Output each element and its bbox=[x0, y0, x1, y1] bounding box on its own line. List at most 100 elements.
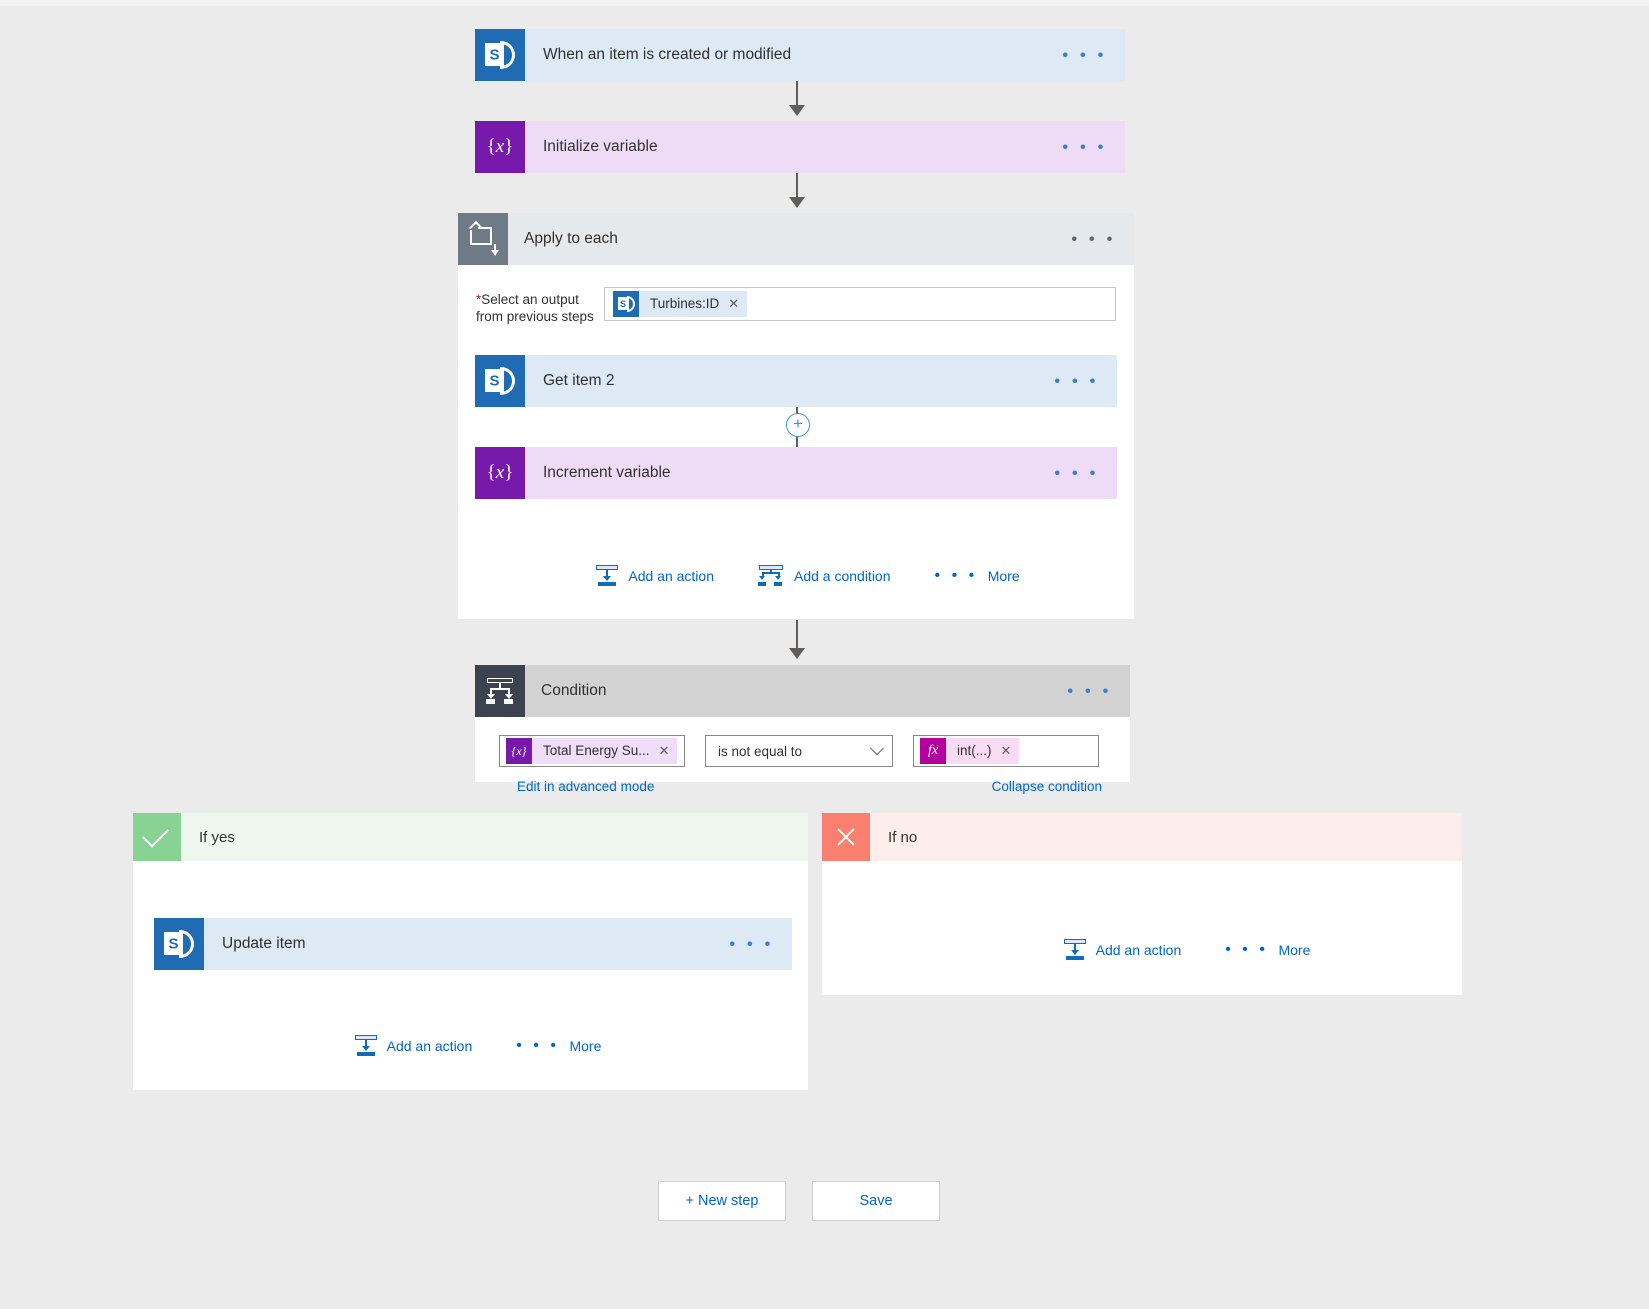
apply-to-each-scope: Apply to each • • • *Select an output fr… bbox=[458, 213, 1134, 619]
add-action-icon bbox=[354, 1035, 377, 1056]
get-item-title: Get item 2 bbox=[543, 372, 615, 389]
variable-icon: {x} bbox=[475, 121, 525, 173]
if-yes-title: If yes bbox=[199, 828, 235, 846]
get-item-menu-button[interactable]: • • • bbox=[1054, 371, 1099, 391]
apply-to-each-title: Apply to each bbox=[524, 230, 618, 247]
more-dots-icon: • • • bbox=[934, 566, 978, 584]
top-strip bbox=[0, 0, 1649, 6]
token-label: Total Energy Su... bbox=[532, 738, 659, 764]
update-item-card[interactable]: Update item • • • bbox=[154, 918, 792, 970]
select-output-label-line1: Select an output bbox=[481, 292, 579, 307]
check-icon bbox=[133, 813, 181, 861]
more-label: More bbox=[1278, 941, 1311, 958]
token-remove-icon[interactable]: ✕ bbox=[1000, 738, 1020, 764]
increment-variable-title: Increment variable bbox=[543, 464, 671, 481]
update-item-title: Update item bbox=[222, 935, 306, 952]
condition-body: {x} Total Energy Su... ✕ is not equal to… bbox=[475, 717, 1130, 794]
if-yes-footer-actions: Add an action • • • More bbox=[293, 1035, 663, 1056]
trigger-card[interactable]: When an item is created or modified • • … bbox=[475, 29, 1125, 81]
initialize-variable-menu-button[interactable]: • • • bbox=[1062, 137, 1107, 157]
trigger-menu-button[interactable]: • • • bbox=[1062, 45, 1107, 65]
select-output-label: *Select an output from previous steps bbox=[476, 287, 604, 325]
if-no-footer-actions: Add an action • • • More bbox=[1002, 939, 1372, 960]
token-remove-icon[interactable]: ✕ bbox=[658, 738, 678, 764]
loop-icon bbox=[458, 213, 508, 265]
add-action-icon bbox=[596, 565, 619, 586]
apply-to-each-footer-actions: Add an action Add a condition • • • More bbox=[568, 565, 1048, 586]
more-dots-icon: • • • bbox=[516, 1036, 560, 1054]
token-remove-icon[interactable]: ✕ bbox=[728, 291, 748, 317]
insert-step-button[interactable]: + bbox=[786, 413, 810, 437]
condition-inputs-row: {x} Total Energy Su... ✕ is not equal to… bbox=[499, 735, 1112, 767]
footer-buttons: + New step Save bbox=[658, 1181, 940, 1221]
add-a-condition-button[interactable]: Add a condition bbox=[757, 565, 891, 586]
if-yes-branch: If yes Update item • • • Add an action •… bbox=[133, 813, 808, 1090]
variable-icon: {x} bbox=[506, 738, 532, 764]
add-an-action-button[interactable]: Add an action bbox=[354, 1035, 473, 1056]
collapse-condition-link[interactable]: Collapse condition bbox=[991, 779, 1102, 794]
more-dots-icon: • • • bbox=[1225, 940, 1269, 958]
if-no-branch: If no Add an action • • • More bbox=[822, 813, 1462, 995]
variable-icon: {x} bbox=[475, 447, 525, 499]
more-label: More bbox=[987, 567, 1020, 584]
condition-operator-value: is not equal to bbox=[718, 743, 803, 759]
condition-right-operand[interactable]: fx int(...) ✕ bbox=[913, 735, 1099, 767]
condition-left-operand[interactable]: {x} Total Energy Su... ✕ bbox=[499, 735, 685, 767]
increment-variable-card[interactable]: {x} Increment variable • • • bbox=[475, 447, 1117, 499]
trigger-title: When an item is created or modified bbox=[543, 46, 792, 63]
condition-links-row: Edit in advanced mode Collapse condition bbox=[499, 767, 1112, 794]
connector-line bbox=[796, 81, 798, 110]
save-button[interactable]: Save bbox=[812, 1181, 940, 1221]
apply-to-each-header[interactable]: Apply to each • • • bbox=[458, 213, 1134, 265]
token-turbines-id[interactable]: Turbines:ID ✕ bbox=[613, 291, 748, 317]
update-item-menu-button[interactable]: • • • bbox=[729, 934, 774, 954]
chevron-down-icon bbox=[869, 741, 885, 756]
apply-to-each-menu-button[interactable]: • • • bbox=[1071, 229, 1116, 249]
add-action-icon bbox=[1063, 939, 1086, 960]
initialize-variable-card[interactable]: {x} Initialize variable • • • bbox=[475, 121, 1125, 173]
x-icon bbox=[822, 813, 870, 861]
if-yes-header: If yes bbox=[133, 813, 808, 861]
get-item-title-area: Get item 2 • • • bbox=[525, 355, 1117, 407]
add-a-condition-label: Add a condition bbox=[793, 567, 891, 584]
condition-icon bbox=[475, 665, 525, 717]
if-no-header: If no bbox=[822, 813, 1462, 861]
edit-in-advanced-mode-link[interactable]: Edit in advanced mode bbox=[517, 779, 655, 794]
connector-line bbox=[796, 620, 798, 652]
increment-variable-menu-button[interactable]: • • • bbox=[1054, 463, 1099, 483]
token-label: int(...) bbox=[946, 738, 1001, 764]
new-step-button[interactable]: + New step bbox=[658, 1181, 786, 1221]
more-label: More bbox=[569, 1037, 602, 1054]
sharepoint-icon bbox=[613, 291, 639, 317]
condition-operator-select[interactable]: is not equal to bbox=[705, 735, 893, 767]
add-an-action-button[interactable]: Add an action bbox=[1063, 939, 1182, 960]
connector-arrow bbox=[789, 648, 805, 659]
select-output-row: *Select an output from previous steps Tu… bbox=[458, 265, 1134, 325]
token-total-energy[interactable]: {x} Total Energy Su... ✕ bbox=[506, 738, 678, 764]
more-button[interactable]: • • • More bbox=[934, 566, 1020, 584]
connector-arrow bbox=[789, 105, 805, 116]
add-an-action-label: Add an action bbox=[1095, 941, 1182, 958]
select-output-label-line2: from previous steps bbox=[476, 309, 594, 324]
add-an-action-button[interactable]: Add an action bbox=[596, 565, 714, 586]
initialize-variable-title-area: Initialize variable • • • bbox=[525, 121, 1125, 173]
condition-title: Condition bbox=[541, 682, 607, 699]
add-an-action-label: Add an action bbox=[628, 567, 714, 584]
sharepoint-icon bbox=[475, 29, 525, 81]
more-button[interactable]: • • • More bbox=[516, 1036, 602, 1054]
more-button[interactable]: • • • More bbox=[1225, 940, 1311, 958]
condition-menu-button[interactable]: • • • bbox=[1067, 681, 1112, 701]
get-item-card[interactable]: Get item 2 • • • bbox=[475, 355, 1117, 407]
condition-scope: Condition • • • {x} Total Energy Su... ✕… bbox=[475, 665, 1130, 794]
sharepoint-icon bbox=[475, 355, 525, 407]
token-int-function[interactable]: fx int(...) ✕ bbox=[920, 738, 1020, 764]
select-output-input[interactable]: Turbines:ID ✕ bbox=[604, 287, 1116, 321]
if-no-title: If no bbox=[888, 828, 918, 846]
token-label: Turbines:ID bbox=[639, 291, 729, 317]
required-asterisk: * bbox=[476, 292, 482, 307]
connector-arrow bbox=[789, 197, 805, 208]
update-item-title-area: Update item • • • bbox=[204, 918, 792, 970]
add-an-action-label: Add an action bbox=[386, 1037, 473, 1054]
condition-header[interactable]: Condition • • • bbox=[475, 665, 1130, 717]
